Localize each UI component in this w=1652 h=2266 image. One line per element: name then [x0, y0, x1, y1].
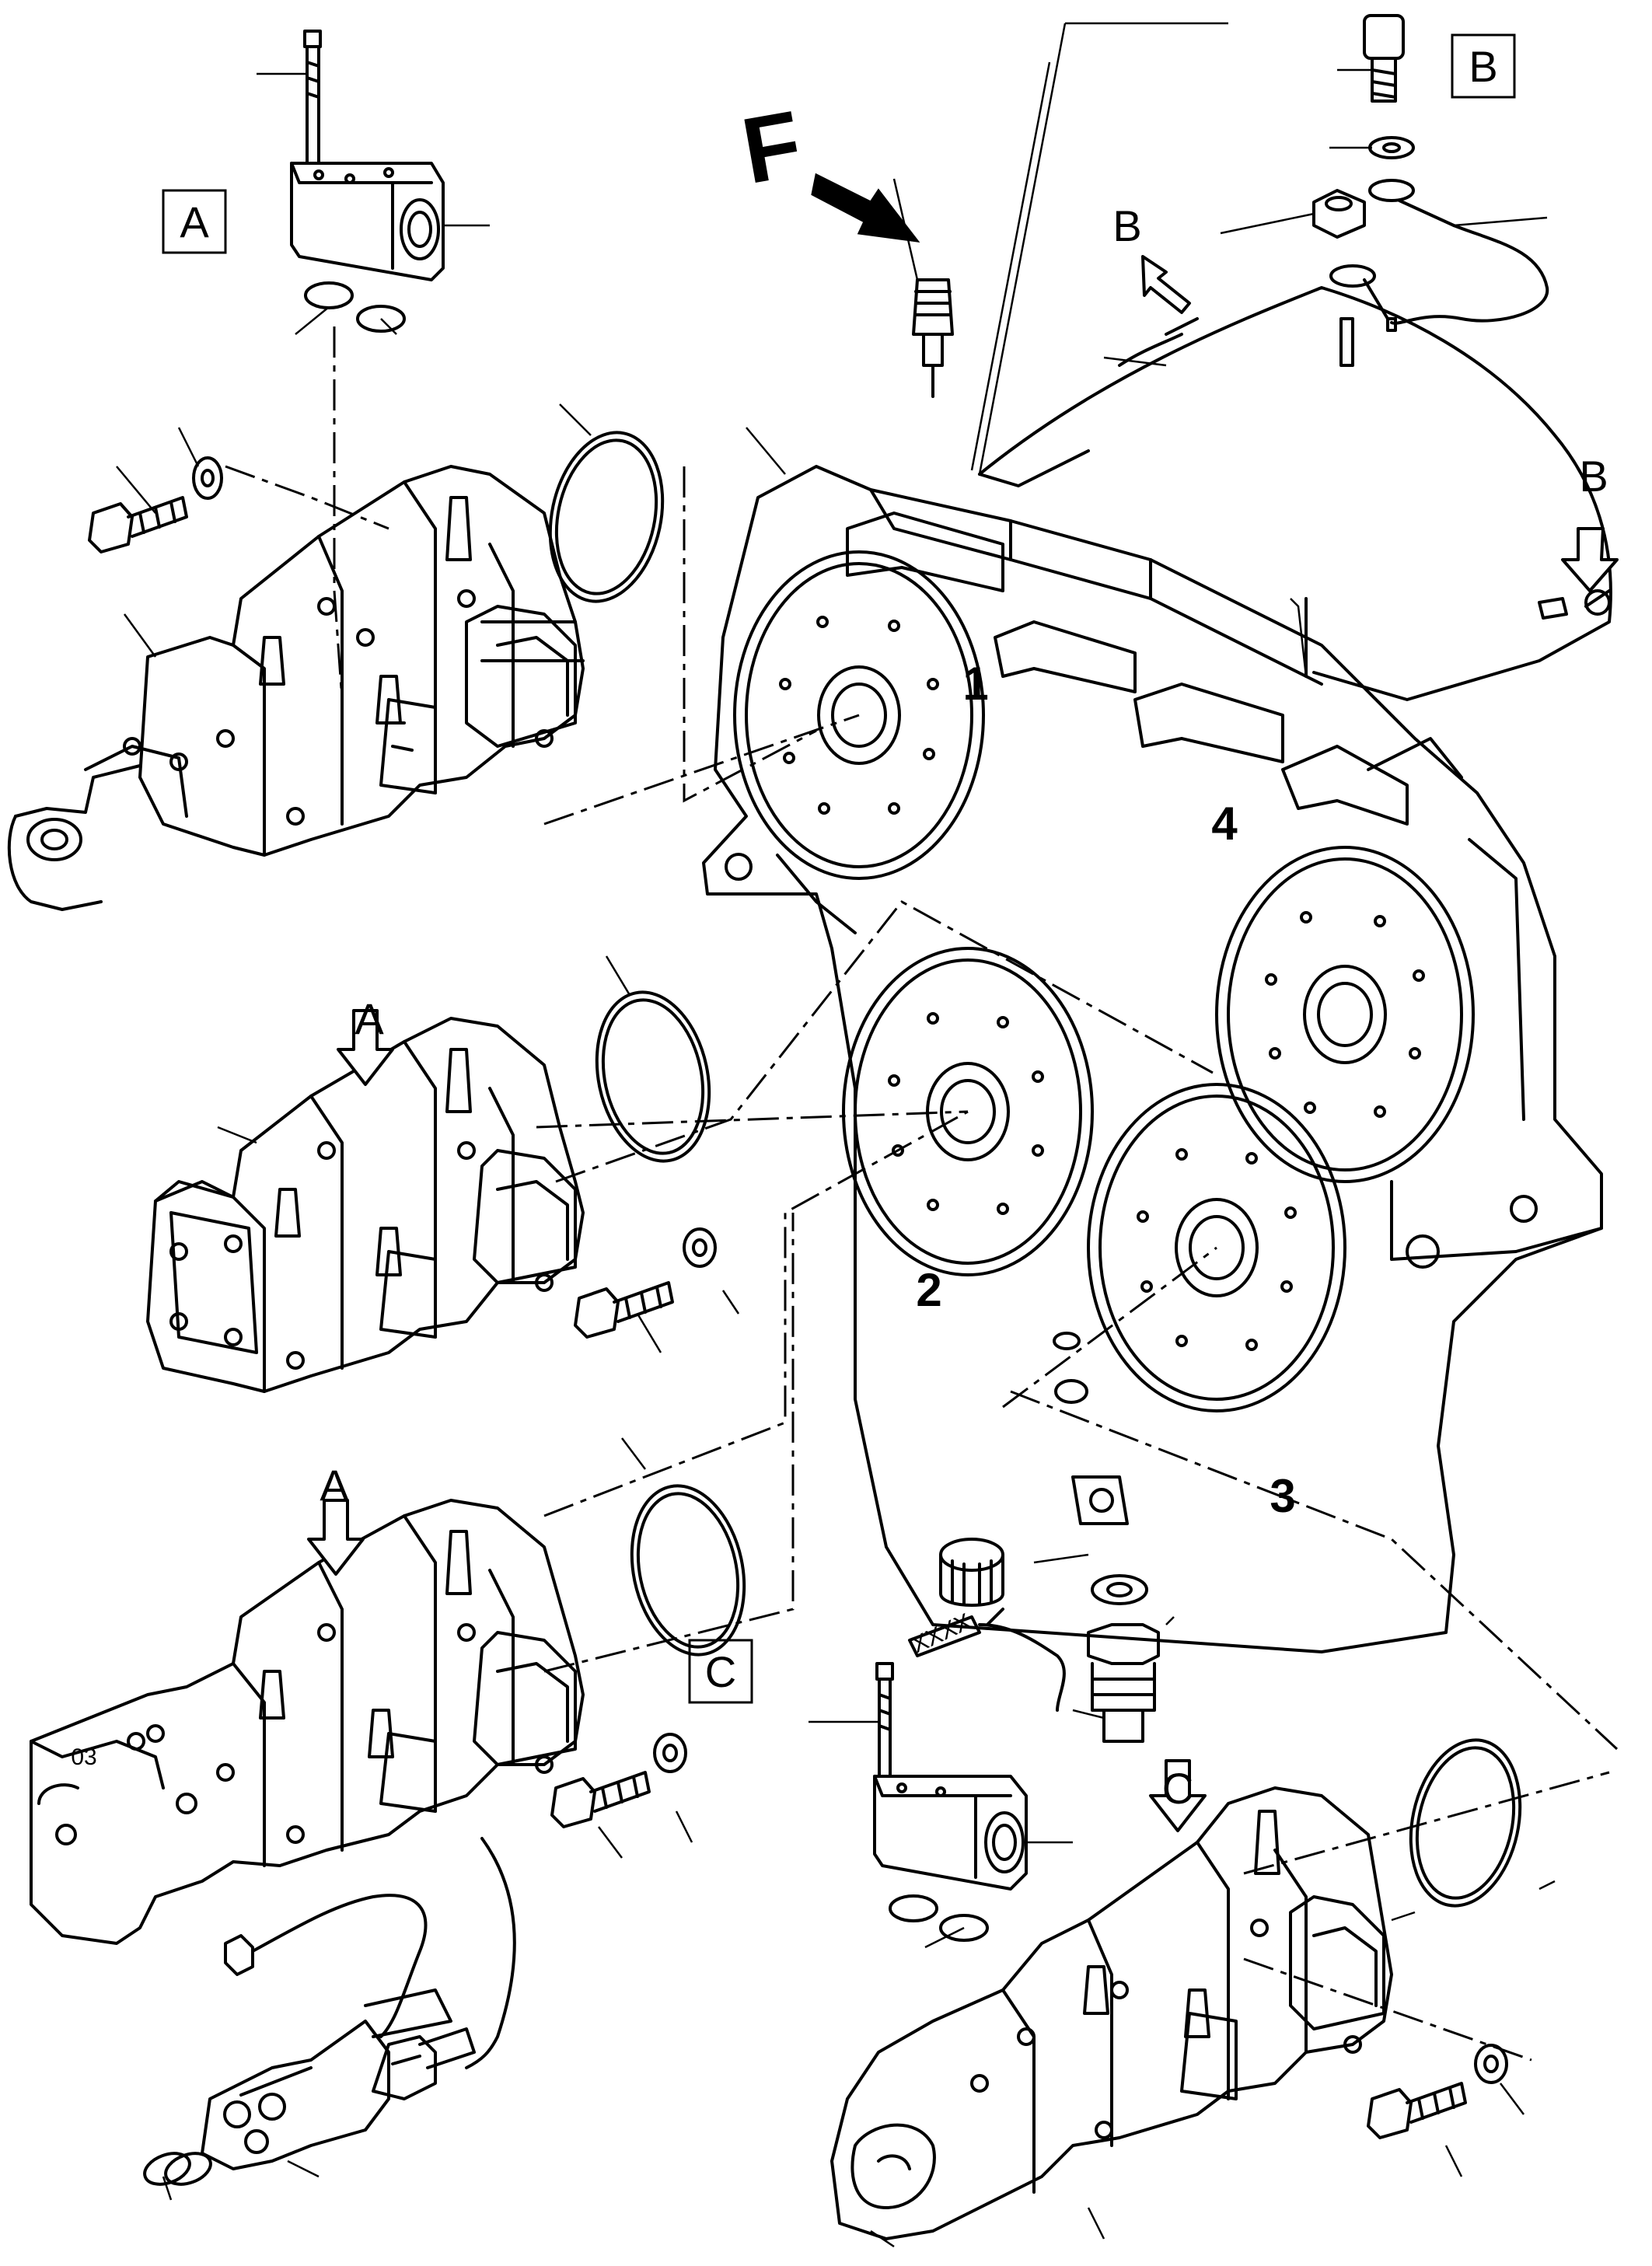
top-cover: [978, 286, 1612, 701]
face-number-3: 3: [1270, 1470, 1295, 1522]
view-arrow-label: F: [735, 91, 809, 204]
arrow-a-middle-label: A: [354, 994, 384, 1043]
detail-c-fittings: [908, 1538, 1160, 1743]
arrow-c-lower-label: C: [1162, 1764, 1193, 1813]
box-b-label: B: [1469, 42, 1497, 91]
arrow-a-lower-label: A: [320, 1461, 349, 1510]
pump-assembly-1: [7, 456, 585, 911]
breather-plug: [912, 278, 954, 398]
box-c: [688, 1639, 753, 1704]
flange-3: [1087, 1083, 1346, 1412]
arrow-a-lower-icon: [307, 1499, 365, 1576]
face-number-1: 1: [962, 658, 988, 710]
pump-assembly-2: [146, 1017, 717, 1393]
box-a: [162, 189, 227, 254]
solenoid-sensor: [143, 1837, 516, 2186]
flange-2: [842, 947, 1094, 1276]
arrow-f-icon: [811, 173, 920, 243]
arrow-b-top-icon: [1141, 255, 1191, 314]
detail-c-valve-block: [873, 1662, 1028, 1942]
pump-assembly-3: [30, 1499, 687, 1945]
flange-1: [733, 550, 985, 880]
boxed-labels: [162, 33, 1516, 1704]
box-b: [1451, 33, 1516, 99]
o-ring-3: [630, 1484, 746, 1657]
box-a-label: A: [180, 197, 209, 246]
o-ring-2: [595, 990, 711, 1163]
detail-a-valve-block: [290, 30, 445, 333]
arrow-b-top-label: B: [1112, 201, 1141, 250]
arrow-a-middle-icon: [337, 1009, 394, 1086]
box-c-label: C: [705, 1647, 736, 1696]
o-ring-4: [1409, 1738, 1522, 1908]
arrow-c-lower-icon: [1149, 1759, 1207, 1832]
flange-4: [1215, 846, 1475, 1183]
tag-text: XXXX: [908, 1609, 975, 1659]
motor-code-label: 03: [71, 1744, 96, 1770]
arrow-b-right-label: B: [1579, 452, 1608, 501]
arrow-b-right-icon: [1561, 527, 1619, 592]
detail-b-fasteners: [1312, 14, 1611, 620]
center-lines: [225, 326, 1619, 2062]
pump-assembly-4: [830, 1786, 1508, 2240]
o-ring-1: [548, 431, 665, 603]
gearbox-housing: [702, 465, 1603, 1653]
face-number-4: 4: [1211, 798, 1238, 850]
face-number-2: 2: [916, 1264, 941, 1316]
view-arrows: [307, 255, 1619, 1832]
leader-lines: [116, 22, 1556, 2248]
